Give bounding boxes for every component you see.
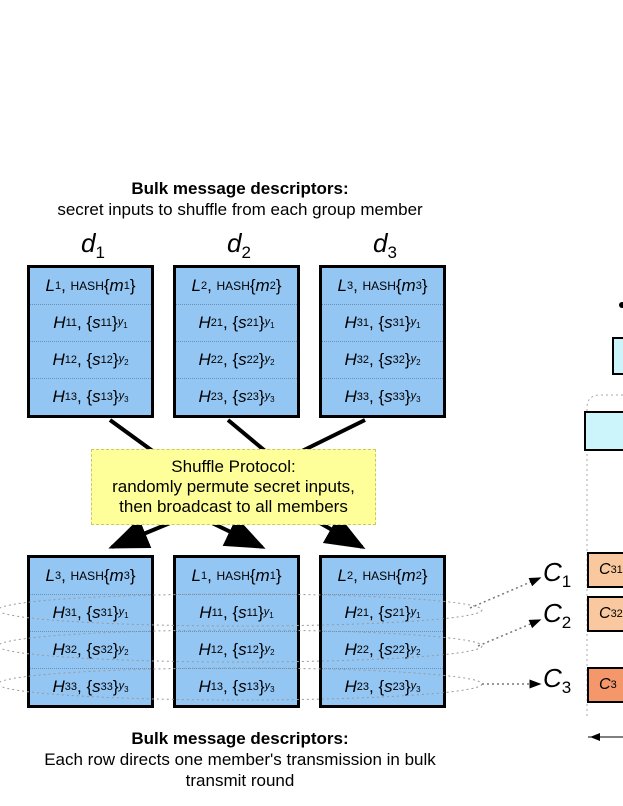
row-ellipse-2: [0, 629, 483, 663]
output-arrow-3: [319, 515, 366, 549]
row-ellipse-1: [0, 593, 483, 627]
cipher-label-1: C1: [543, 557, 572, 592]
cipher-label-2: C2: [543, 598, 572, 633]
shuffle-line-1: Shuffle Protocol:: [171, 457, 296, 476]
output-arrow-2: [211, 516, 266, 549]
top-caption-title: Bulk message descriptors:: [131, 179, 349, 198]
partial-mark: [619, 302, 623, 308]
cipher-label-3: C3: [543, 663, 572, 698]
row-arrow-1: [469, 577, 542, 609]
descriptor-label-1: d1: [81, 228, 105, 263]
partial-box-upper: [612, 337, 623, 375]
timeline-arrowhead: [590, 733, 600, 741]
shuffle-protocol-box: Shuffle Protocol: randomly permute secre…: [91, 449, 376, 525]
output-arrow-1: [108, 518, 171, 549]
shuffle-line-3: then broadcast to all members: [119, 497, 348, 516]
descriptor-label-3: d3: [373, 228, 397, 263]
row-arrow-2: [477, 619, 542, 647]
descriptor-label-2: d2: [227, 228, 251, 263]
partial-box-lower: [584, 411, 623, 451]
bottom-caption-title: Bulk message descriptors:: [131, 729, 349, 748]
row-ellipse-3: [0, 667, 483, 701]
input-line-3: [299, 418, 366, 454]
bottom-caption: Bulk message descriptors: Each row direc…: [20, 728, 460, 791]
bottom-caption-subtitle: Each row directs one member's transmissi…: [44, 750, 436, 790]
top-caption-subtitle: secret inputs to shuffle from each group…: [57, 200, 423, 219]
top-caption: Bulk message descriptors: secret inputs …: [20, 178, 460, 220]
shuffle-line-2: randomly permute secret inputs,: [112, 477, 355, 496]
